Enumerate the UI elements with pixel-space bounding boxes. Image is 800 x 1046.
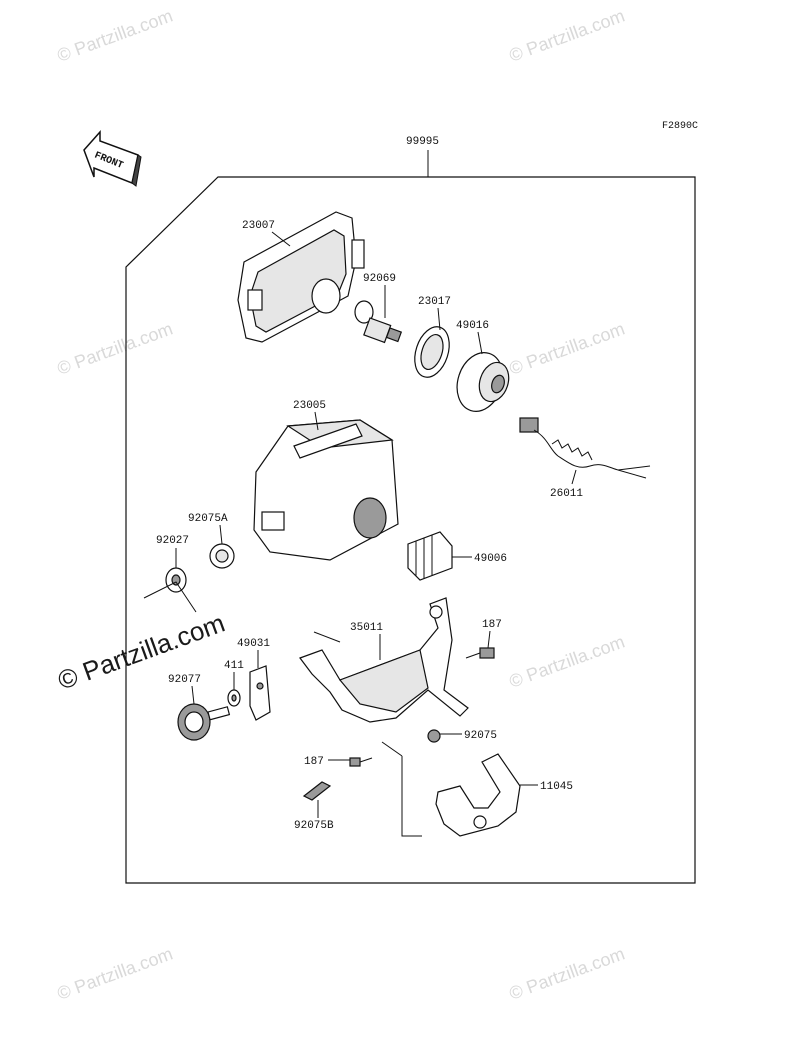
- watermark: © Partzilla.com: [55, 318, 176, 378]
- assembly-outline: [125, 176, 696, 884]
- watermark: © Partzilla.com: [507, 943, 628, 1003]
- part-label-23017[interactable]: 23017: [418, 296, 451, 308]
- part-label-92077[interactable]: 92077: [168, 674, 201, 686]
- part-label-23007[interactable]: 23007: [242, 220, 275, 232]
- front-arrow-icon: FRONT: [83, 130, 142, 187]
- grommet-part[interactable]: [427, 729, 441, 743]
- part-label-92075A[interactable]: 92075A: [188, 513, 228, 525]
- headlight-housing-part[interactable]: [253, 419, 399, 561]
- bolt-part[interactable]: [349, 757, 373, 767]
- part-label-187-bottom[interactable]: 187: [304, 756, 324, 768]
- watermark: © Partzilla.com: [55, 5, 176, 65]
- plate-part[interactable]: [249, 665, 271, 721]
- part-label-92069[interactable]: 92069: [363, 273, 396, 285]
- lower-bracket-part[interactable]: [435, 753, 521, 837]
- bolt-part[interactable]: [465, 647, 495, 659]
- part-label-49031[interactable]: 49031: [237, 638, 270, 650]
- part-label-26011[interactable]: 26011: [550, 488, 583, 500]
- part-label-411[interactable]: 411: [224, 660, 244, 672]
- watermark: © Partzilla.com: [507, 5, 628, 65]
- part-label-49006[interactable]: 49006: [474, 553, 507, 565]
- part-label-11045[interactable]: 11045: [540, 781, 573, 793]
- collar-part[interactable]: [165, 567, 187, 593]
- part-label-23005[interactable]: 23005: [293, 400, 326, 412]
- rubber-boot-part[interactable]: [450, 347, 514, 418]
- watermark-large: © Partzilla.com: [54, 608, 229, 696]
- part-label-92027[interactable]: 92027: [156, 535, 189, 547]
- clip-part[interactable]: [302, 781, 332, 801]
- watermark: © Partzilla.com: [507, 318, 628, 378]
- wire-harness-part[interactable]: [519, 417, 651, 479]
- mounting-bracket-part[interactable]: [299, 597, 469, 723]
- part-label-92075B[interactable]: 92075B: [294, 820, 334, 832]
- part-label-187-top[interactable]: 187: [482, 619, 502, 631]
- figure-code: F2890C: [662, 121, 698, 132]
- part-label-49016[interactable]: 49016: [456, 320, 489, 332]
- knob-part[interactable]: [177, 703, 231, 741]
- retaining-ring-part[interactable]: [409, 322, 456, 381]
- grommet-a-part[interactable]: [209, 543, 235, 569]
- watermark: © Partzilla.com: [55, 943, 176, 1003]
- cover-boot-part[interactable]: [407, 531, 453, 581]
- bulb-part[interactable]: [354, 300, 403, 344]
- watermark: © Partzilla.com: [507, 631, 628, 691]
- headlight-lens-part[interactable]: [237, 211, 365, 343]
- washer-part[interactable]: [227, 689, 241, 707]
- assembly-number[interactable]: 99995: [406, 136, 439, 148]
- part-label-92075[interactable]: 92075: [464, 730, 497, 742]
- part-label-35011[interactable]: 35011: [350, 622, 383, 634]
